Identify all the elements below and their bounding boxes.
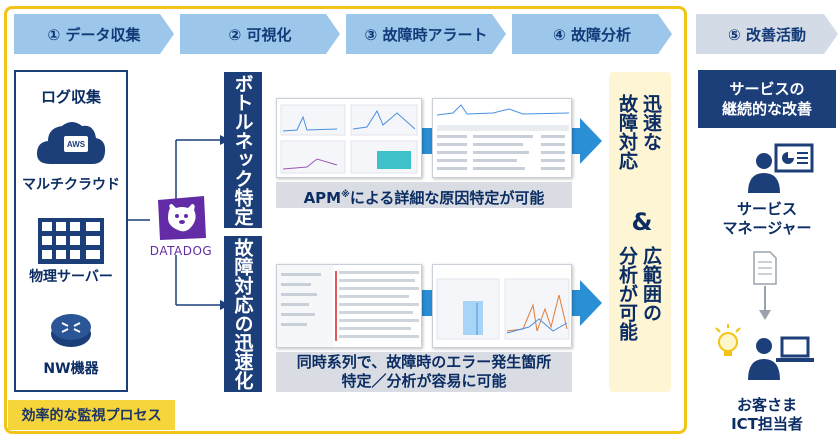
log-collection-title: ログ収集 (40, 88, 101, 106)
manager-line1: サービス (736, 200, 797, 218)
outcome-fast-line1: 迅速な (640, 94, 662, 151)
bottleneck-caption: APM※による詳細な原因特定が可能 (276, 182, 572, 208)
improvement-title-line1: サービスの (729, 80, 805, 98)
screenshot-dashboard-top (276, 98, 422, 178)
caption-line-1: 同時系列で、故障時のエラー発生箇所 (296, 353, 552, 371)
screenshot-log-list (276, 264, 422, 348)
monitoring-process-frame (4, 6, 687, 434)
ict-line2: ICT担当者 (731, 415, 803, 433)
bottleneck-title: ボトルネック特定 (224, 72, 262, 228)
outcome-broad-line2: 分析が可能 (616, 246, 638, 341)
step-visualization: ② 可視化 (180, 14, 340, 54)
ict-staff-icon (748, 336, 814, 380)
improvement-title-line2: 継続的な改善 (721, 100, 812, 118)
process-label: 効率的な監視プロセス (8, 400, 175, 430)
cloud-icon: AWS (36, 122, 106, 164)
footnote-mark: ※ (341, 190, 350, 200)
physical-server-label: 物理サーバー (29, 269, 113, 285)
caption-line-2: 特定／分析が容易に可能 (341, 372, 507, 390)
aws-badge: AWS (67, 140, 86, 149)
lightbulb-icon (715, 324, 741, 356)
step-label: ③ 故障時アラート (364, 25, 488, 44)
improvement-title: サービスの 継続的な改善 (698, 70, 836, 128)
step-improvement: ⑤ 改善活動 (696, 14, 838, 54)
datadog-logo-icon (158, 196, 206, 240)
service-manager-icon (748, 143, 814, 193)
screenshot-apm-table (432, 98, 572, 178)
datadog-label: DATADOG (149, 244, 213, 258)
ampersand: & (631, 208, 653, 236)
speedup-caption: 同時系列で、故障時のエラー発生箇所 特定／分析が容易に可能 (276, 352, 572, 392)
server-icon (38, 218, 104, 264)
step-label: ④ 故障分析 (553, 25, 631, 44)
step-label: ① データ収集 (47, 25, 141, 44)
step-label: ⑤ 改善活動 (728, 25, 806, 44)
outcome-fast-line2: 故障対応 (616, 94, 638, 170)
multicloud-label: マルチクラウド (22, 177, 120, 193)
outcome-broad-line1: 広範囲の (640, 246, 662, 322)
ict-line1: お客さま (736, 396, 797, 414)
document-flow-icon (753, 251, 777, 320)
step-failure-alert: ③ 故障時アラート (346, 14, 506, 54)
router-icon (51, 314, 91, 347)
step-failure-analysis: ④ 故障分析 (512, 14, 672, 54)
flow-arrowhead-bottom (580, 280, 602, 326)
apm-text: APM (303, 189, 342, 207)
caption-text: による詳細な原因特定が可能 (349, 189, 545, 207)
service-manager-label: サービス マネージャー (700, 200, 834, 238)
step-data-collection: ① データ収集 (14, 14, 174, 54)
step-label: ② 可視化 (228, 25, 292, 44)
speedup-title: 故障対応の迅速化 (224, 236, 262, 392)
flow-arrowhead-top (580, 118, 602, 164)
screenshot-analysis (432, 264, 572, 348)
outcomes-panel (609, 72, 671, 392)
manager-line2: マネージャー (722, 219, 812, 237)
network-device-label: NW機器 (43, 361, 99, 377)
ict-staff-label: お客さま ICT担当者 (700, 396, 834, 434)
